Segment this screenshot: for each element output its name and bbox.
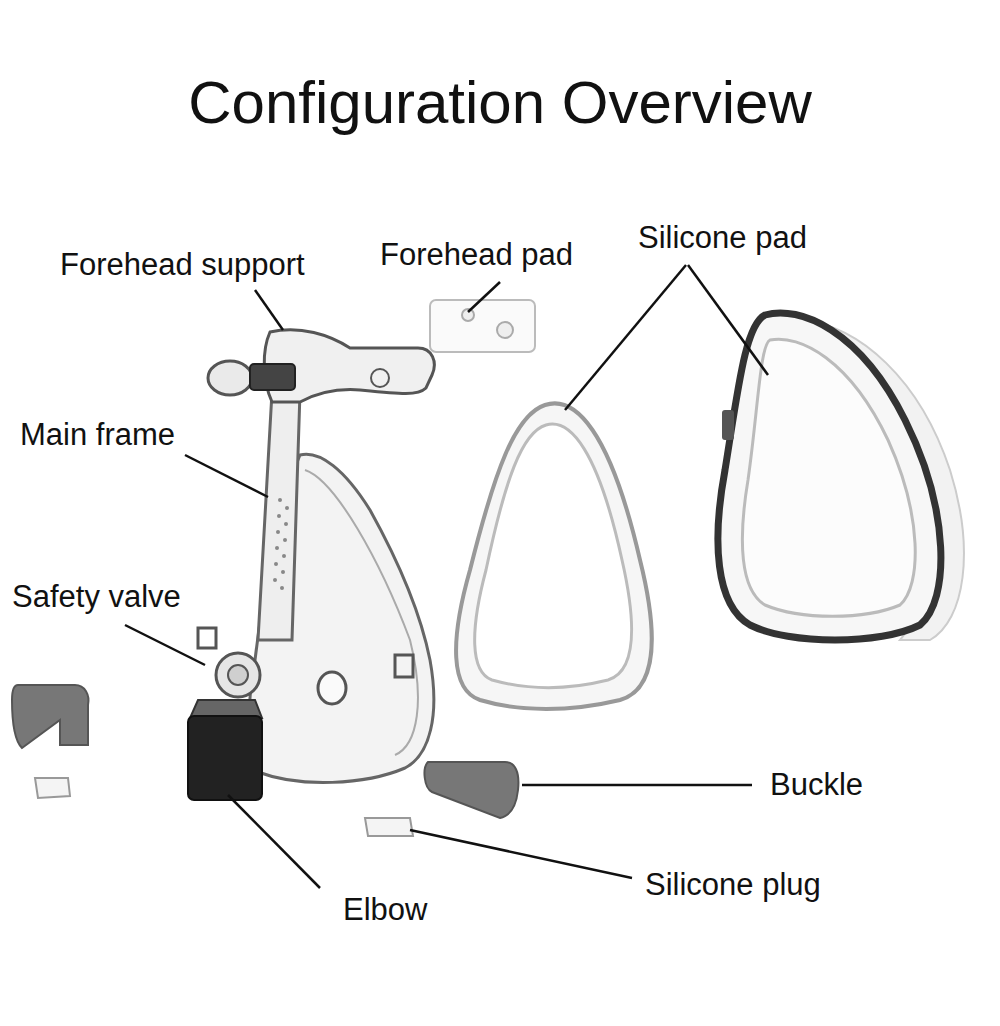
port (318, 672, 346, 704)
silicone-cushion (718, 313, 941, 640)
leader-line (185, 455, 268, 497)
frame-clip (395, 655, 413, 677)
silicone-cushion (456, 403, 652, 709)
forehead-paddle (208, 361, 252, 395)
pad-socket (371, 369, 389, 387)
leader-line (255, 290, 283, 330)
leader-line (688, 265, 768, 375)
pad-peg (497, 322, 513, 338)
frame-stem (258, 392, 300, 640)
safety-valve (216, 653, 260, 697)
part-label: Silicone pad (638, 220, 807, 256)
buckle (12, 685, 88, 748)
title: Configuration Overview (0, 68, 1000, 137)
leader-line (522, 784, 752, 787)
leader-line (468, 282, 500, 312)
leader-lines (125, 265, 768, 888)
frame-clip (198, 628, 216, 648)
part-label: Silicone plug (645, 867, 821, 903)
part-label: Main frame (20, 417, 175, 453)
part-label: Forehead pad (380, 237, 573, 273)
buckle (425, 762, 519, 818)
leader-line (228, 795, 320, 888)
elbow (188, 716, 262, 800)
leader-line (410, 830, 632, 878)
forehead-pad (430, 300, 535, 352)
cushion-tab (722, 410, 734, 440)
part-label: Forehead support (60, 247, 305, 283)
part-label: Elbow (343, 892, 427, 928)
forehead-adjuster (250, 364, 295, 390)
vent-holes (273, 498, 289, 590)
cushion-inner (475, 424, 632, 687)
silicone-plug (35, 778, 70, 798)
part-label: Buckle (770, 767, 863, 803)
leader-line (565, 265, 686, 410)
shell-edge (305, 470, 418, 755)
cushion-inner (742, 339, 915, 616)
leader-line (125, 625, 205, 665)
valve-core (228, 665, 248, 685)
silicone-plug (365, 818, 413, 836)
part-label: Safety valve (12, 579, 181, 615)
